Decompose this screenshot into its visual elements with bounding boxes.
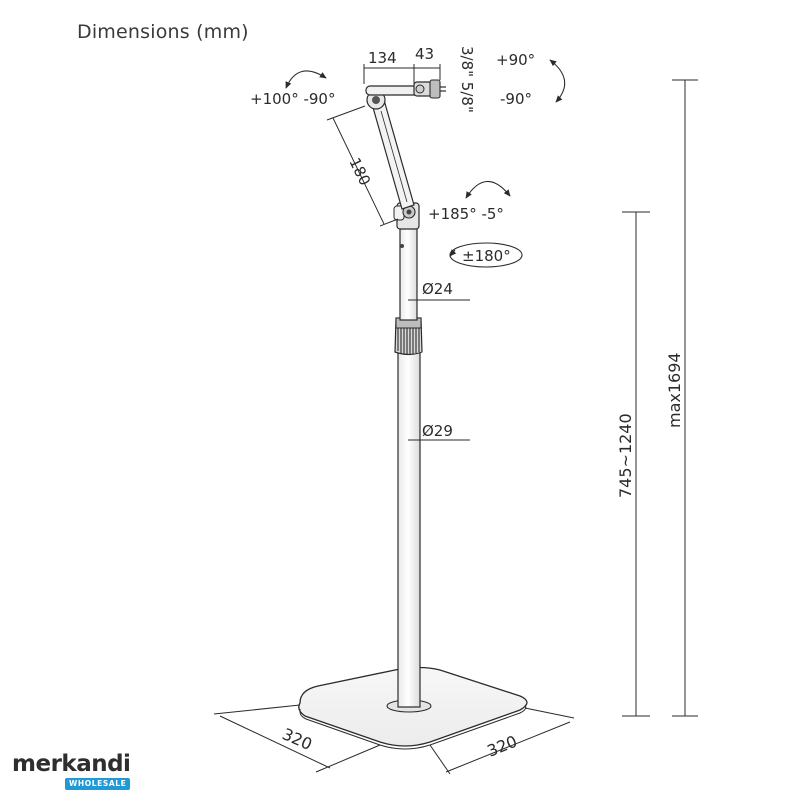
height-range-dimension [622,211,650,717]
height-range-label: 745~1240 [616,413,635,498]
arm-length-label: 180 [345,155,374,189]
swivel-label: ±180° [462,247,511,265]
top-width-dimension [363,64,441,84]
base-width-dimensions [213,704,575,775]
rotation-arrows [285,59,566,268]
top-rotation-label: +100° -90° [250,90,335,108]
clamp-collar [394,317,423,356]
logo-badge: WHOLESALE [65,778,131,790]
upper-tube [399,227,418,321]
arm-length-dimension [326,105,399,227]
merkandi-logo: merkandi WHOLESALE [12,751,131,790]
arm-assembly [365,79,446,230]
lower-tube [397,349,421,708]
logo-wordmark: merkandi [12,751,131,777]
page-title: Dimensions (mm) [77,21,249,43]
arm-top-width-label: 134 [368,49,397,67]
diameter-leaders [408,299,470,441]
lower-tube-diameter-label: Ø29 [422,422,453,440]
arm-end-width-label: 43 [415,45,434,63]
base-width-right-label: 320 [484,732,519,761]
upper-tube-diameter-label: Ø24 [422,280,453,298]
max-height-label: max1694 [665,352,684,428]
tilt-down-label: -90° [500,90,532,108]
max-height-dimension [672,79,698,717]
tilt-up-label: +90° [496,51,535,69]
thread-size-label: 3/8" 5/8" [458,46,476,113]
mid-rotation-label: +185° -5° [428,205,504,223]
base-width-left-label: 320 [279,724,315,754]
labels: 134 43 3/8" 5/8" +90° -90° +100° -90° 18… [250,45,684,761]
